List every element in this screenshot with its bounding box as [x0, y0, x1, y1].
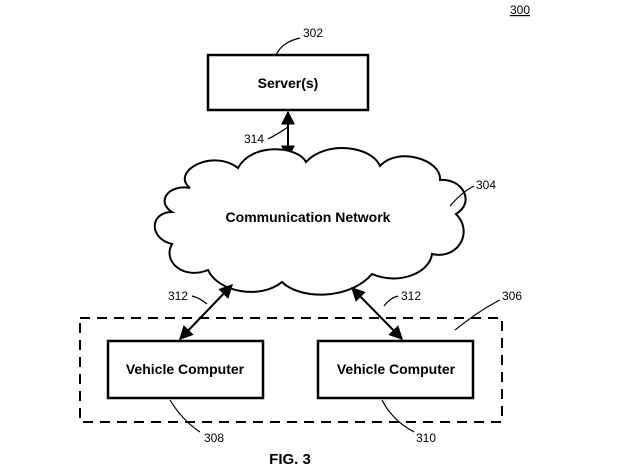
server-link-ref-leader	[267, 126, 289, 140]
network-cloud	[153, 147, 467, 296]
vehicle-group-box	[79, 317, 503, 423]
vehicle-right-ref-leader	[381, 399, 415, 433]
right-link-ref: 312	[401, 289, 421, 303]
vehicle-left-box	[106, 339, 265, 400]
vehicle-group-ref-leader	[454, 299, 501, 331]
right-link-ref-leader	[383, 295, 399, 307]
figure-number: 300	[510, 3, 530, 17]
vehicle-right-box	[316, 339, 475, 400]
figure-caption: FIG. 3	[269, 451, 311, 468]
network-ref-leader	[449, 185, 475, 207]
server-ref: 302	[303, 26, 323, 40]
left-link-ref-leader	[191, 295, 208, 305]
right-vehicle-link	[351, 287, 403, 340]
vehicle-left-ref-leader	[169, 399, 201, 433]
left-link-ref: 312	[168, 289, 188, 303]
left-vehicle-link	[179, 283, 233, 341]
network-label: Communication Network	[226, 209, 391, 225]
vehicle-left-label: Vehicle Computer	[126, 361, 245, 377]
server-link-ref: 314	[244, 132, 264, 146]
vehicle-right-label: Vehicle Computer	[337, 361, 456, 377]
server-box	[206, 53, 370, 112]
server-ref-leader	[275, 37, 301, 56]
vehicle-left-ref: 308	[204, 431, 224, 445]
vehicle-group-ref: 306	[502, 289, 522, 303]
network-ref: 304	[476, 178, 496, 192]
vehicle-right-ref: 310	[416, 431, 436, 445]
server-label: Server(s)	[258, 75, 319, 91]
